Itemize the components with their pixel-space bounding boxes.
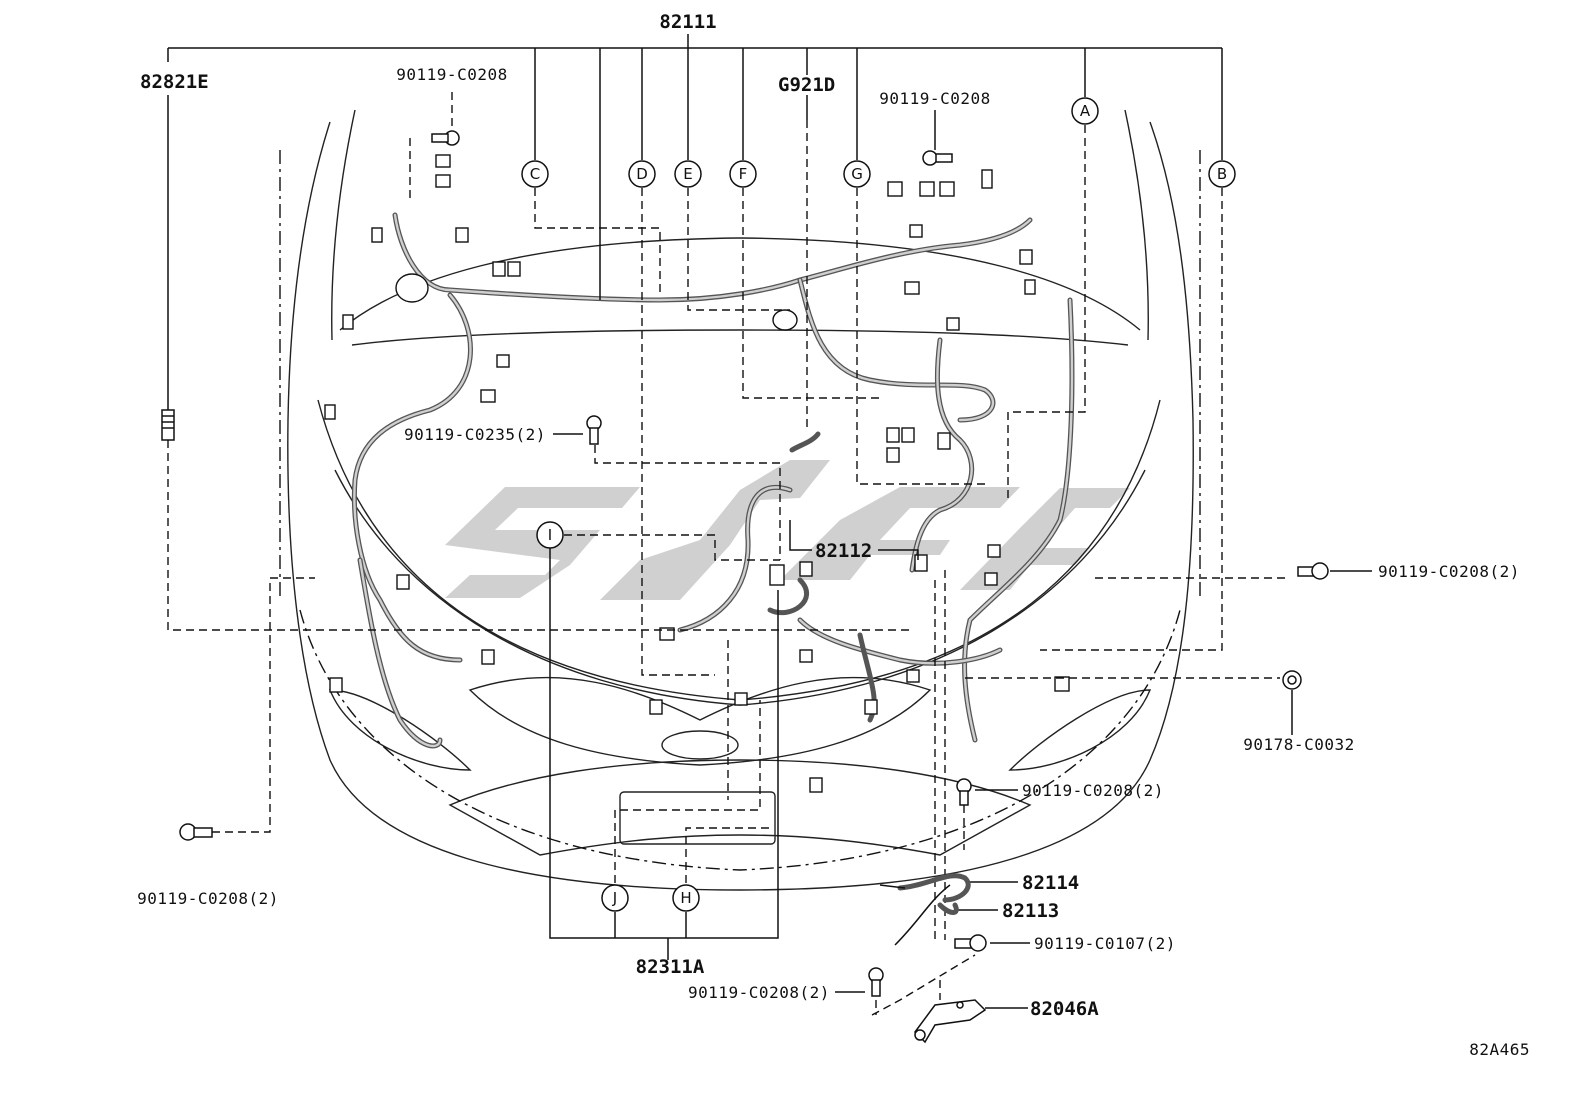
callout-c: C [521, 160, 549, 188]
label-82113: 82113 [1002, 900, 1059, 922]
ground-stud-icon [161, 409, 175, 441]
callout-b: B [1208, 160, 1236, 188]
vehicle-body-outline [279, 109, 1201, 891]
bracket-icon [914, 999, 987, 1044]
label-clip-right: 90178-C0032 [1243, 735, 1354, 754]
label-82112: 82112 [815, 540, 872, 562]
harness-wires [351, 212, 1075, 749]
callout-e: E [674, 160, 702, 188]
leader-lines [167, 34, 1372, 1015]
svg-text:H: H [680, 889, 691, 907]
label-82311a: 82311A [636, 956, 705, 978]
part-labels: 82111 82821E G921D 82112 82114 82113 820… [140, 11, 1530, 1059]
bolt-top-right-icon [922, 150, 953, 166]
bolt-center-icon [586, 415, 602, 445]
label-82046a: 82046A [1030, 998, 1099, 1020]
callout-h: H [672, 884, 700, 912]
bolt-top-left-icon [431, 130, 460, 146]
bolt-bottom-center-icon [868, 967, 884, 997]
clip-right-icon [1282, 670, 1302, 690]
connectors [324, 154, 1070, 793]
svg-text:D: D [636, 165, 648, 183]
callout-a: A [1071, 97, 1099, 125]
fastener-glyphs [161, 92, 1329, 1044]
label-bolt-lower-right: 90119-C0208(2) [1022, 781, 1164, 800]
bolt-bottom-left-icon [179, 823, 213, 841]
label-bolt-center: 90119-C0235(2) [404, 425, 546, 444]
callout-i: I [536, 521, 564, 549]
svg-text:J: J [612, 889, 617, 907]
label-bolt-right: 90119-C0208(2) [1378, 562, 1520, 581]
svg-text:E: E [683, 165, 692, 183]
label-bolt-top-left: 90119-C0208 [396, 65, 507, 84]
diagram-code: 82A465 [1469, 1040, 1530, 1059]
svg-text:A: A [1080, 102, 1091, 120]
fastener-labels: 90119-C0208 90119-C0208 90119-C0235(2) 9… [137, 65, 1520, 1002]
svg-text:C: C [530, 165, 540, 183]
bolt-right-icon [1297, 562, 1329, 580]
svg-text:B: B [1217, 165, 1227, 183]
callout-circles: A B C D E F G I [521, 97, 1236, 912]
bolt-lower-right-icon [956, 778, 972, 806]
label-bolt-top-right: 90119-C0208 [879, 89, 990, 108]
callout-d: D [628, 160, 656, 188]
label-82114: 82114 [1022, 872, 1079, 894]
callout-j: J [601, 884, 629, 912]
label-bolt-bottom-center: 90119-C0208(2) [688, 983, 830, 1002]
label-g921d: G921D [778, 74, 835, 96]
callout-g: G [843, 160, 871, 188]
svg-text:F: F [739, 165, 748, 183]
bolt-c0107-icon [954, 934, 987, 952]
label-bolt-bottom-left: 90119-C0208(2) [137, 889, 279, 908]
svg-text:I: I [548, 526, 552, 544]
label-82111: 82111 [659, 11, 716, 33]
svg-text:G: G [851, 165, 863, 183]
label-82821e: 82821E [140, 71, 209, 93]
callout-f: F [729, 160, 757, 188]
label-bolt-c0107: 90119-C0107(2) [1034, 934, 1176, 953]
